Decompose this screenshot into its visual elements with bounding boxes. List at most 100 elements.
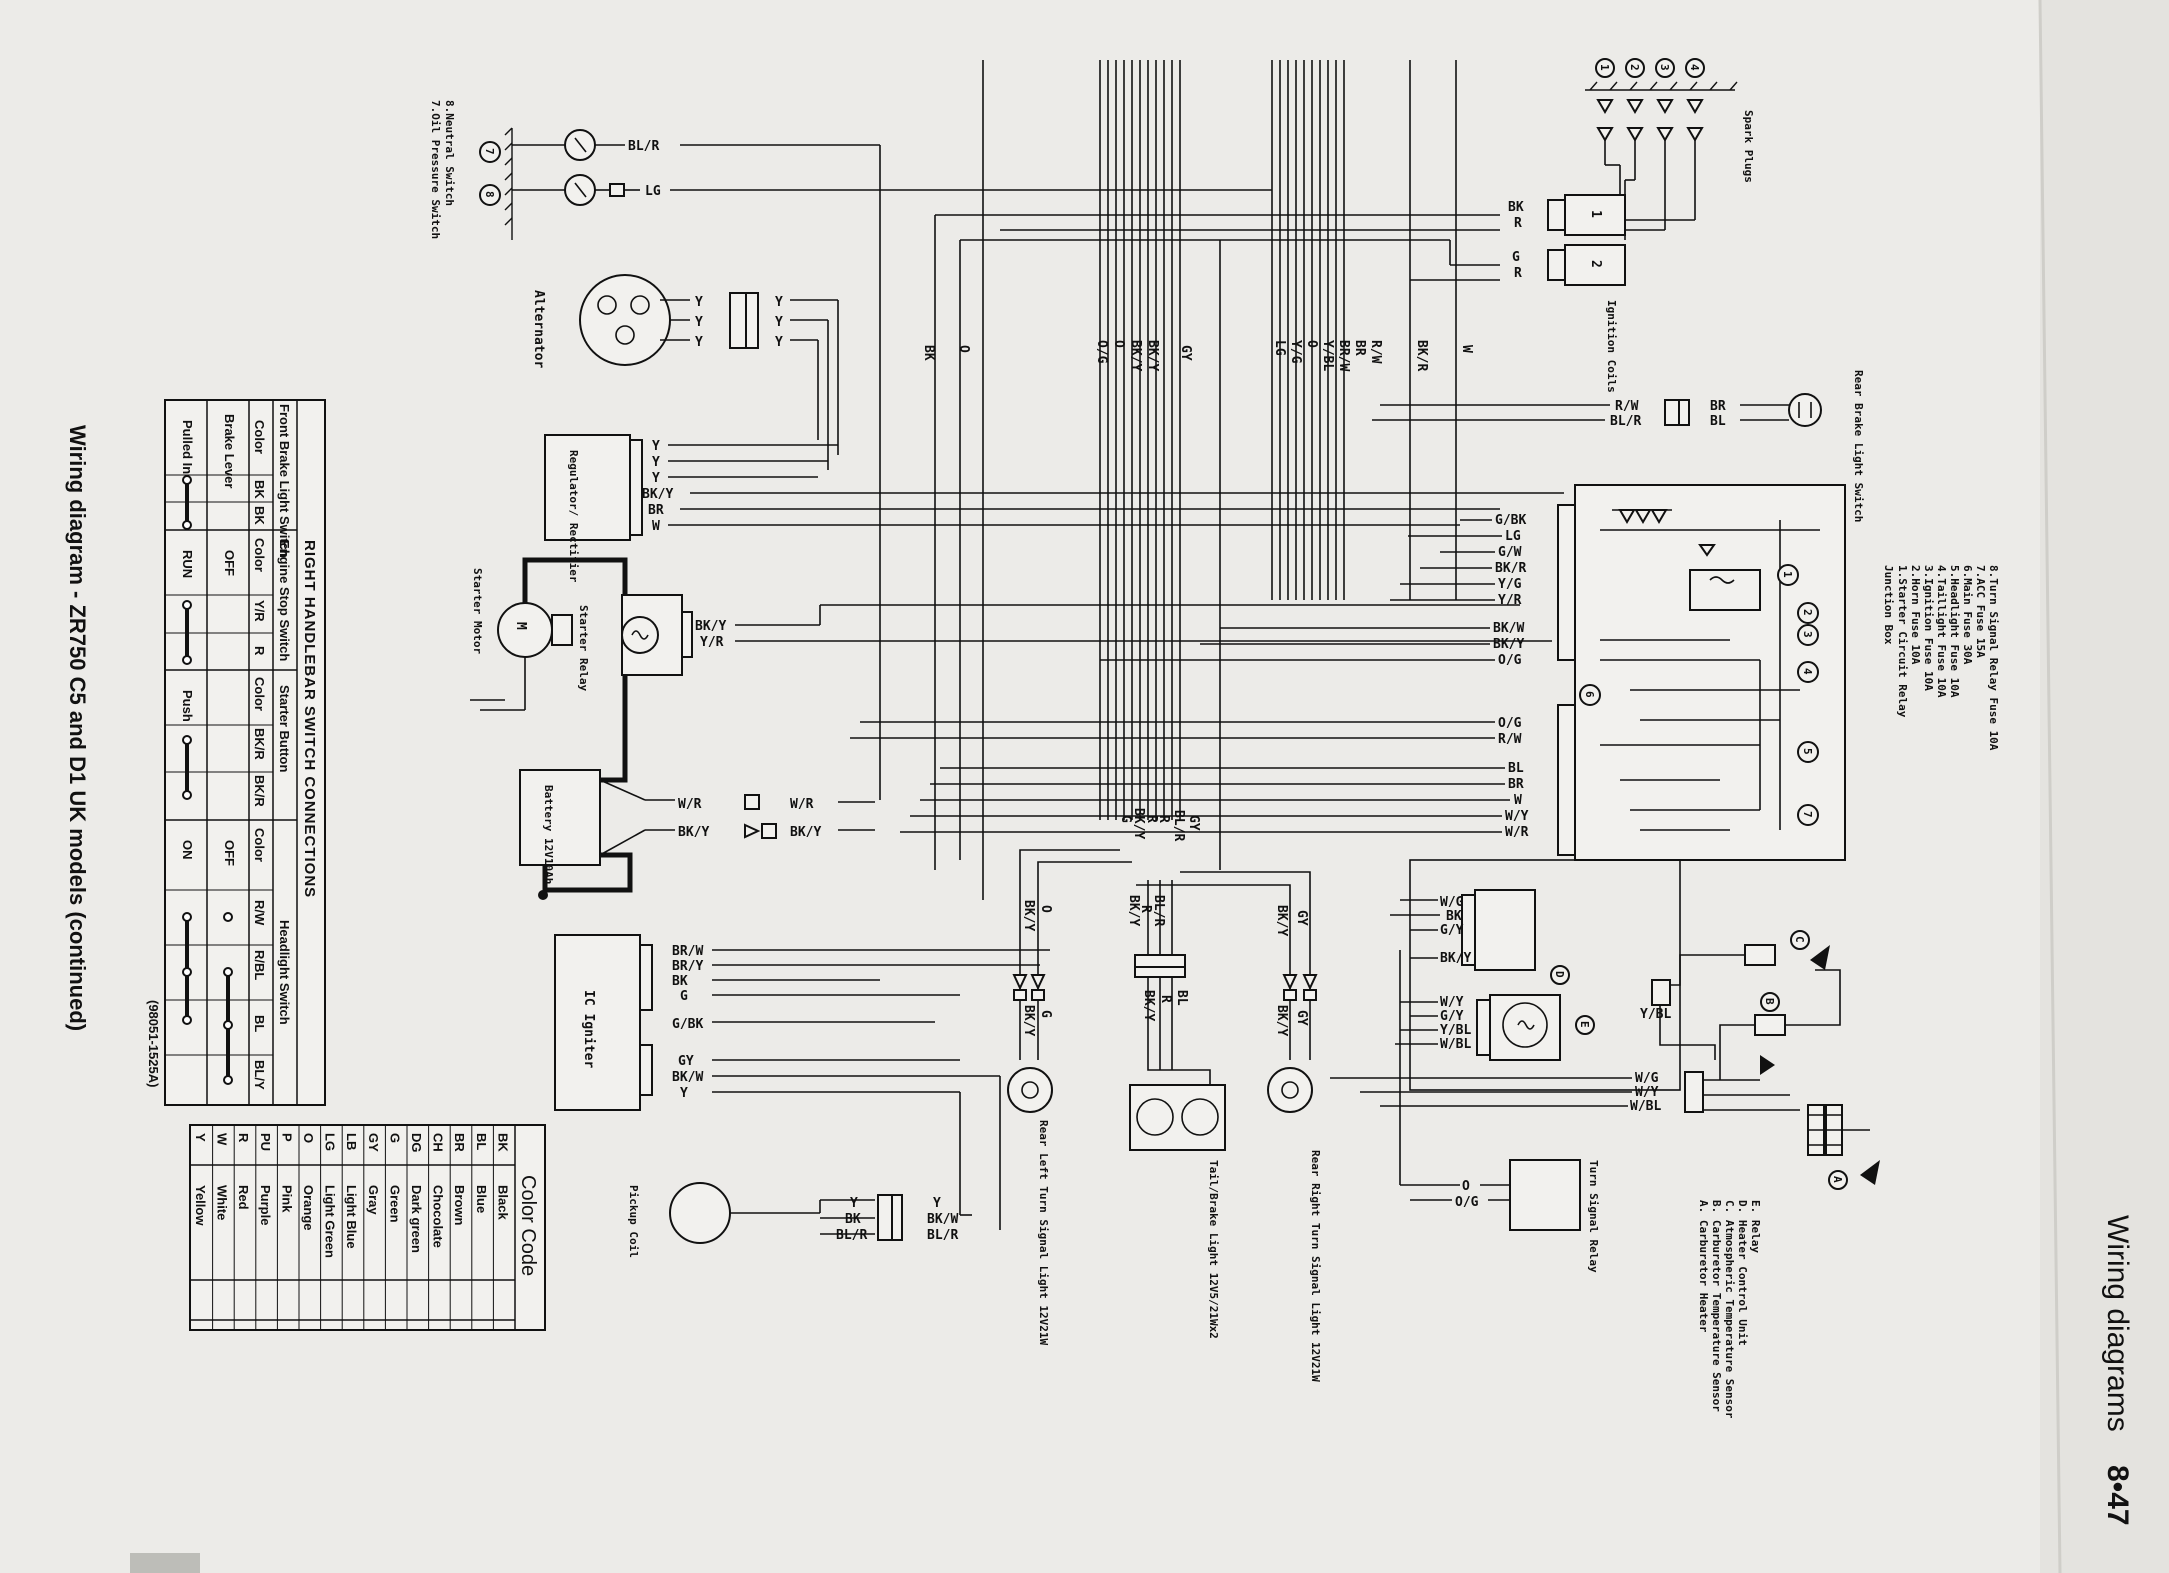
color-code-name: Gray [366, 1185, 381, 1215]
svg-text:BR/W: BR/W [1336, 340, 1351, 371]
svg-text:GY: GY [678, 1054, 694, 1069]
svg-text:2: 2 [1588, 260, 1603, 268]
svg-text:6.Main Fuse 30A: 6.Main Fuse 30A [1961, 565, 1974, 665]
color-code-abbr: GY [366, 1133, 381, 1152]
ic-igniter: IC Igniter BR/W BR/Y BK G G/BK GY BK/W Y [554, 934, 1050, 1230]
svg-text:BK/Y: BK/Y [695, 619, 726, 634]
svg-text:BR: BR [648, 503, 664, 518]
svg-text:BK/Y: BK/Y [1440, 951, 1471, 966]
svg-text:BR/Y: BR/Y [672, 959, 703, 974]
svg-text:BL/R: BL/R [927, 1228, 958, 1243]
svg-text:2: 2 [1628, 64, 1641, 71]
color-code-abbr: O [301, 1133, 316, 1143]
color-code-name: Green [387, 1185, 402, 1223]
svg-text:BK/W: BK/W [672, 1070, 703, 1085]
svg-text:4: 4 [1688, 64, 1701, 71]
svg-text:Brake Lever: Brake Lever [222, 414, 237, 488]
svg-text:O: O [1462, 1179, 1470, 1194]
svg-text:BL/R: BL/R [1610, 414, 1641, 429]
pickup-coil: Y BK BL/R Y BK/W BL/R Pickup Coil [627, 1182, 972, 1258]
svg-text:BK: BK [1446, 909, 1462, 924]
svg-text:W: W [1514, 793, 1522, 808]
color-code-abbr: R [236, 1133, 251, 1143]
ignition-coils: 1 2 BK R G R Ignition Coils [935, 194, 1626, 393]
svg-text:BL/R: BL/R [1151, 895, 1166, 926]
svg-text:M: M [513, 622, 528, 630]
color-code-abbr: G [387, 1133, 402, 1143]
page-number: 8•47 [2101, 1465, 2134, 1526]
vertical-bundle [934, 60, 1457, 900]
svg-text:D: D [1553, 971, 1566, 978]
svg-text:BK/Y: BK/Y [1274, 1005, 1289, 1036]
svg-text:Battery 12V10Ah: Battery 12V10Ah [542, 785, 555, 884]
svg-text:R: R [1514, 266, 1522, 281]
svg-text:2.Horn Fuse 10A: 2.Horn Fuse 10A [1909, 565, 1922, 665]
svg-text:O: O [956, 345, 971, 353]
svg-text:5.Headlight Fuse 10A: 5.Headlight Fuse 10A [1948, 565, 1961, 698]
svg-text:R: R [1144, 815, 1159, 823]
svg-text:GY: GY [1294, 1010, 1309, 1026]
svg-text:W: W [652, 519, 660, 534]
svg-text:BK/Y: BK/Y [1274, 905, 1289, 936]
svg-text:7.ACC Fuse 15A: 7.ACC Fuse 15A [1974, 565, 1987, 658]
svg-text:BL: BL [252, 1015, 267, 1032]
svg-text:Y/R: Y/R [1498, 593, 1522, 608]
svg-text:A: A [1831, 1176, 1844, 1183]
svg-text:O/G: O/G [1498, 653, 1522, 668]
color-code-name: Light Green [323, 1185, 338, 1258]
rear-brake-switch-label: Rear Brake Light Switch [1852, 370, 1865, 522]
svg-text:BK/R: BK/R [252, 775, 267, 807]
rear-right-turn-label: Rear Right Turn Signal Light 12V21W [1309, 1150, 1322, 1382]
svg-text:Y/BL: Y/BL [1320, 340, 1335, 371]
svg-text:1: 1 [1598, 64, 1611, 71]
switch-table-ref: (98051-1525A) [146, 1000, 161, 1087]
svg-text:BK/Y: BK/Y [642, 487, 673, 502]
color-code-name: Chocolate [431, 1185, 446, 1248]
svg-text:Push: Push [180, 690, 195, 722]
svg-text:7: 7 [1801, 811, 1814, 818]
svg-text:W/R: W/R [678, 797, 702, 812]
switch-connections-table: RIGHT HANDLEBAR SWITCH CONNECTIONS Front… [146, 399, 326, 1106]
alternator-label: Alternator [531, 290, 546, 368]
svg-text:BK/Y: BK/Y [1493, 637, 1524, 652]
spark-plugs-label: Spark Plugs [1742, 110, 1755, 183]
starter-relay-label: Starter Relay [577, 605, 590, 691]
color-code-abbr: BL [474, 1133, 489, 1150]
svg-text:BK: BK [921, 345, 936, 361]
svg-text:R: R [1514, 216, 1522, 231]
rear-brake-switch: BR BL R/W BL/R Rear Brake Light Switch [1372, 370, 1865, 522]
svg-text:G: G [680, 989, 688, 1004]
junction-box: 1 2 3 4 5 6 7 G/BK LG G/W BK/R Y/G Y/R B… [850, 484, 2000, 861]
svg-text:Y: Y [695, 295, 703, 310]
svg-text:R: R [252, 646, 267, 656]
alternator: Y Y Y Y Y Y Alternator [531, 274, 839, 470]
svg-text:W/R: W/R [790, 797, 814, 812]
svg-text:O: O [1304, 340, 1319, 348]
svg-text:W/BL: W/BL [1630, 1099, 1661, 1114]
svg-text:BK/W: BK/W [1493, 621, 1524, 636]
svg-text:BR: BR [1710, 399, 1726, 414]
svg-text:8: 8 [483, 191, 496, 198]
svg-text:C: C [1793, 936, 1806, 943]
color-code-name: Blue [474, 1185, 489, 1213]
svg-text:Color: Color [252, 538, 267, 572]
svg-text:G/BK: G/BK [672, 1017, 703, 1032]
svg-text:Engine Stop Switch: Engine Stop Switch [277, 540, 292, 661]
svg-text:IC Igniter: IC Igniter [581, 990, 596, 1068]
svg-text:W/R: W/R [1505, 825, 1529, 840]
svg-text:BR: BR [1352, 340, 1367, 356]
svg-text:BK: BK [672, 974, 688, 989]
color-code-name: White [215, 1185, 230, 1220]
svg-text:R/W: R/W [1368, 340, 1383, 364]
color-code-abbr: BR [452, 1133, 467, 1152]
svg-text:W/Y: W/Y [1440, 995, 1464, 1010]
color-code-table: Color Code BKBlackBLBlueBRBrownCHChocola… [189, 1124, 546, 1331]
pickup-coil-label: Pickup Coil [627, 1185, 640, 1258]
color-code-abbr: LG [323, 1133, 338, 1151]
svg-text:BR/W: BR/W [672, 944, 703, 959]
svg-text:GY: GY [1186, 815, 1201, 831]
svg-text:G: G [1118, 815, 1133, 823]
color-code-name: Black [495, 1185, 510, 1220]
